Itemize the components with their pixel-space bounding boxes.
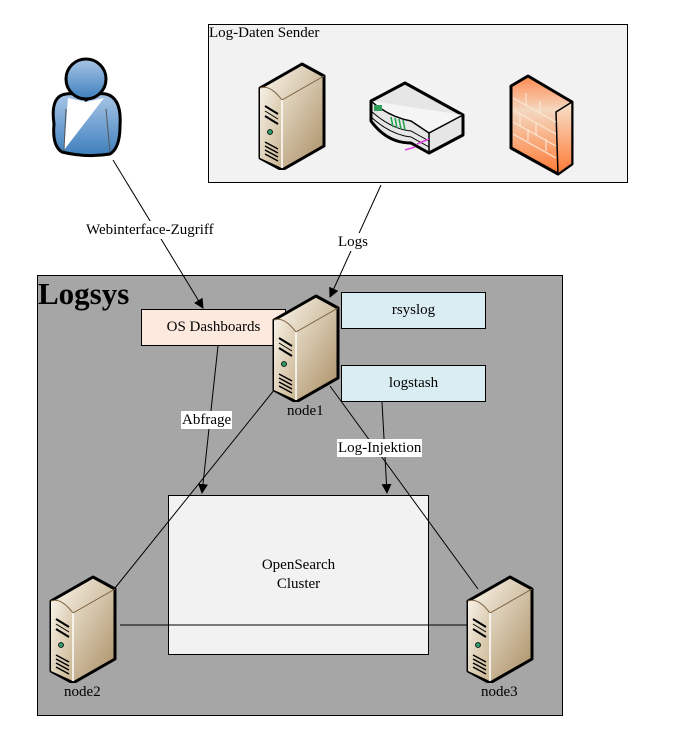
edge-label-webinterface: Webinterface-Zugriff [85,221,215,239]
logstash-box[interactable]: logstash [341,365,486,402]
rsyslog-box[interactable]: rsyslog [341,292,486,329]
node1-label: node1 [287,403,324,419]
node1-server-icon[interactable] [270,294,342,402]
rsyslog-label: rsyslog [391,302,436,318]
edge-label-abfrage: Abfrage [181,411,233,429]
node3-label: node3 [481,684,518,700]
os-dashboards-box[interactable]: OS Dashboards [141,309,286,346]
logstash-label: logstash [388,375,439,391]
node2-label: node2 [64,684,101,700]
edge-label-injektion: Log-Injektion [337,439,423,457]
user-icon [51,57,122,158]
cluster-label-line1: OpenSearch [261,557,336,573]
node2-server-icon[interactable] [47,575,119,683]
cluster-label-line2: Cluster [276,576,321,592]
node3-server-icon[interactable] [464,575,536,683]
logsys-title: Logsys [38,276,130,311]
edge-label-logs: Logs [337,233,369,251]
network-switch-icon [369,81,465,155]
firewall-icon [509,74,574,176]
opensearch-cluster-label: OpenSearch Cluster [168,556,429,594]
os-dashboards-label: OS Dashboards [166,319,261,335]
server-icon [256,62,328,170]
log-sender-title: Log-Daten Sender [209,25,320,41]
